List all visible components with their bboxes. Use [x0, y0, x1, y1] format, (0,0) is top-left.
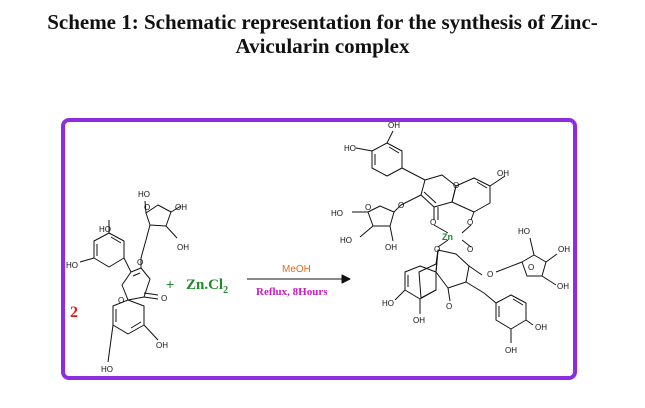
product-oh-label: OH	[413, 316, 425, 325]
reactant-sugar-ring	[145, 204, 172, 227]
reactant-ho-label: HO	[101, 365, 113, 374]
product-upper-sugar-ring	[367, 205, 395, 227]
reactant-ho-label: HO	[99, 225, 111, 234]
product-ho-label: HO	[518, 227, 530, 236]
reactant-catechol-ring	[93, 232, 125, 268]
product-lower-pyranone-ring	[435, 249, 470, 289]
plus-sign: +	[166, 276, 174, 292]
product-oh-label: OH	[557, 282, 569, 291]
reactant-ether-o-label: O	[137, 258, 143, 267]
product-ether-o-label: O	[487, 270, 493, 279]
product-upper-a-ring	[451, 177, 491, 213]
product-ho-label: HO	[331, 209, 343, 218]
product-oh-label: OH	[497, 169, 509, 178]
reactant-oh-label: OH	[177, 243, 189, 252]
product-phenol-o-label: O	[467, 218, 473, 227]
compound-number: 2	[70, 304, 78, 321]
condition-reflux: Reflux, 8Hours	[256, 286, 328, 298]
reactant-oh-label: OH	[175, 203, 187, 212]
product-carbonyl-o-label: O	[430, 218, 436, 227]
product-upper-pyranone-ring	[420, 174, 457, 208]
product-carbonyl-o-label: O	[467, 245, 473, 254]
scheme-title-line-1: Scheme 1: Schematic representation for t…	[47, 10, 598, 34]
scheme-frame	[61, 118, 577, 380]
scheme-title: Scheme 1: Schematic representation for t…	[0, 10, 645, 58]
product-oh-label: OH	[388, 121, 400, 130]
reagent-subscript: 2	[223, 285, 228, 296]
product-sugar-o-label: O	[528, 263, 534, 272]
reactant-oh-label: OH	[156, 341, 168, 350]
scheme-title-line-2: Avicularin complex	[235, 34, 410, 58]
product-oh-label: OH	[385, 243, 397, 252]
product-ring-o-label: O	[453, 181, 459, 190]
product-lower-sugar-ring	[521, 254, 547, 277]
zinc-center-label: Zn	[442, 232, 453, 242]
product-oh-label: OH	[505, 346, 517, 355]
zinc-chloride-reagent: Zn.Cl2	[186, 277, 228, 296]
product-ring-o-label: O	[446, 302, 452, 311]
reactant-ho-label: HO	[66, 261, 78, 270]
reactant-ho-label: HO	[138, 190, 150, 199]
product-ether-o-label: O	[398, 201, 404, 210]
reactant-carbonyl-o-label: O	[161, 294, 167, 303]
reactant-ring-o-label: O	[118, 296, 124, 305]
reactant-pyranone-ring	[121, 267, 151, 301]
product-phenol-o-label: O	[434, 245, 440, 254]
product-ho-label: HO	[382, 299, 394, 308]
reagent-formula: Zn.Cl	[186, 277, 223, 293]
product-oh-label: OH	[535, 323, 547, 332]
product-lower-catechol-ring	[495, 294, 527, 330]
product-oh-label: OH	[558, 245, 570, 254]
reactant-sugar-o-label: O	[144, 203, 150, 212]
product-ho-label: HO	[344, 144, 356, 153]
product-upper-catechol-ring	[371, 142, 403, 177]
product-sugar-o-label: O	[365, 203, 371, 212]
reactant-a-ring	[112, 299, 145, 335]
product-ho-label: HO	[340, 236, 352, 245]
condition-solvent: MeOH	[282, 264, 311, 275]
